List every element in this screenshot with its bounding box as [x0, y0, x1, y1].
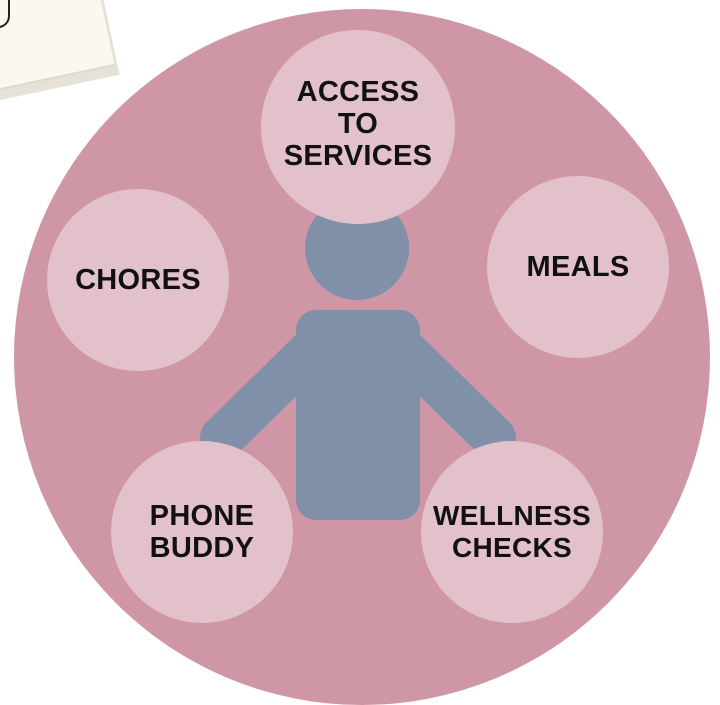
bubble-wellness-checks: WELLNESS CHECKS — [421, 441, 603, 623]
bubble-phone-buddy: PHONE BUDDY — [111, 441, 293, 623]
bubble-label: MEALS — [526, 251, 630, 283]
bubble-chores: CHORES — [47, 189, 229, 371]
bubble-label: PHONE BUDDY — [149, 500, 255, 564]
person-right-arm — [372, 318, 516, 460]
bubble-label: ACCESS TO SERVICES — [283, 76, 433, 172]
bubble-label: CHORES — [75, 264, 201, 296]
person-head — [305, 196, 409, 300]
person-left-arm — [200, 318, 344, 460]
bubble-meals: MEALS — [487, 176, 669, 358]
bubble-access-to-services: ACCESS TO SERVICES — [261, 30, 455, 224]
bubble-label: WELLNESS CHECKS — [433, 500, 591, 563]
